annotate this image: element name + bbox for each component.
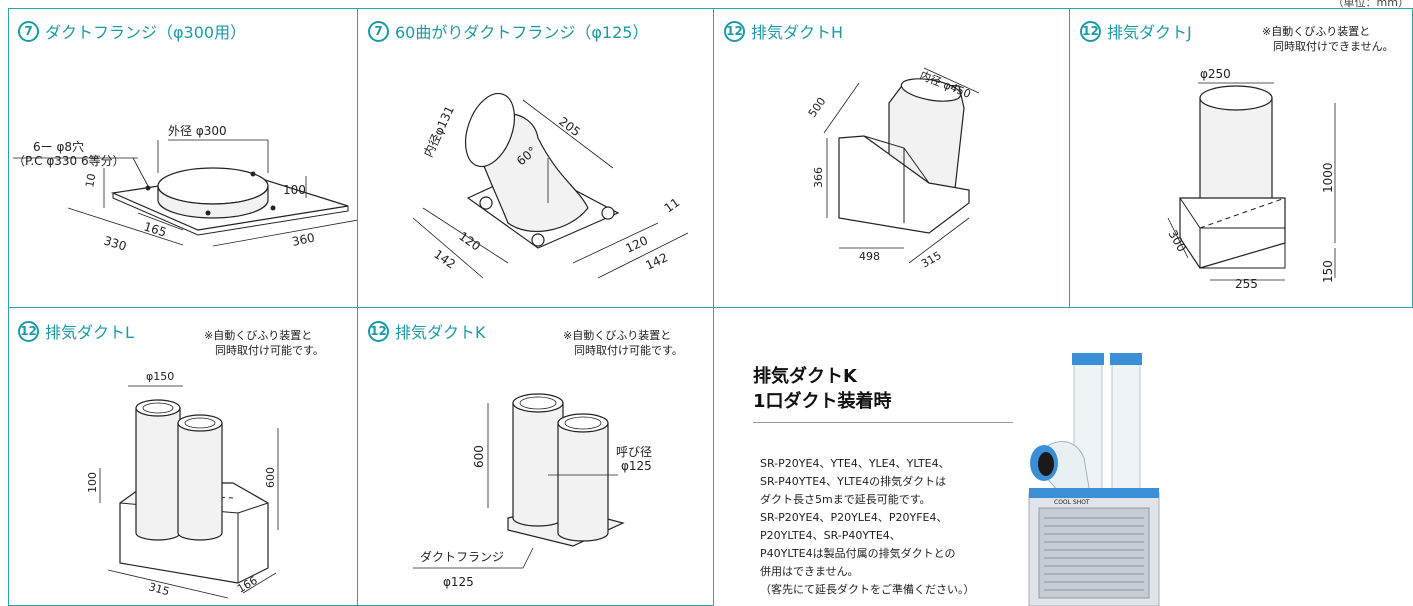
cell-info: COOL SHOT	[714, 308, 1413, 606]
info-body: SR-P20YE4、YTE4、YLE4、YLTE4、 SR-P40YTE4、YL…	[760, 455, 1020, 599]
bend-flange-drawing: 内径φ131 205 60° 120 142 120 142 11	[412, 92, 689, 279]
info-line: （客先にて延長ダクトをご準備ください。）	[760, 583, 975, 596]
dim-100: 100	[283, 183, 306, 197]
info-divider	[753, 422, 1013, 423]
cell-title: 7 60曲がりダクトフランジ（φ125）	[368, 19, 648, 43]
item-title: ダクトフランジ（φ300用）	[45, 23, 247, 42]
dim-120-right: 120	[623, 233, 650, 255]
item-number-badge: 7	[368, 20, 389, 42]
product-brand: COOL SHOT	[1054, 499, 1090, 506]
note-auto-swing: ※自動くびふり装置と 同時取付けできません。	[1262, 25, 1394, 53]
dim-100: 100	[86, 472, 99, 493]
exhaust-duct-k-drawing: 600 呼び径 φ125 ダクトフランジ φ125	[413, 393, 652, 589]
flange-label: ダクトフランジ	[420, 549, 504, 564]
dim-120-left: 120	[456, 229, 483, 254]
dim-125: φ125	[621, 459, 652, 473]
cell-title: 12 排気ダクトL	[18, 319, 134, 343]
duct-flange-300-drawing: 外径 φ300 6ー φ8穴 （P.C φ330 6等分） 10 100 330…	[13, 124, 357, 254]
dim-250: φ250	[1200, 67, 1231, 81]
note-auto-swing: ※自動くびふり装置と 同時取付け可能です。	[563, 329, 683, 357]
info-line: 併用はできません。	[760, 565, 859, 578]
info-line: ダクト長さ5mまで延長可能です。	[760, 493, 931, 506]
dim-255: 255	[1235, 277, 1258, 291]
dim-360: 360	[291, 230, 316, 248]
cell-exhaust-duct-l: 12 排気ダクトL ※自動くびふり装置と 同時取付け可能です。 φ150 100…	[8, 308, 358, 606]
info-line: SR-P20YE4、P20YLE4、P20YFE4、	[760, 511, 948, 524]
item-title: 排気ダクトJ	[1107, 23, 1192, 42]
note-auto-swing: ※自動くびふり装置と 同時取付け可能です。	[204, 329, 324, 357]
dim-498: 498	[859, 250, 880, 263]
item-number-badge: 12	[18, 320, 39, 342]
dim-330: 330	[102, 233, 128, 253]
dim-150: φ150	[146, 370, 174, 383]
cell-exhaust-duct-k: 12 排気ダクトK ※自動くびふり装置と 同時取付け可能です。 600 呼び径 …	[358, 308, 714, 606]
dim-165: 165	[142, 219, 168, 239]
cell-title: 7 ダクトフランジ（φ300用）	[18, 19, 246, 43]
item-number-badge: 12	[1080, 20, 1101, 42]
info-title-line2: 1口ダクト装着時	[753, 391, 892, 412]
dim-315: 315	[147, 580, 171, 598]
dim-10: 10	[83, 172, 98, 188]
item-title: 排気ダクトK	[395, 323, 486, 342]
cell-exhaust-duct-j: 12 排気ダクトJ ※自動くびふり装置と 同時取付けできません。 φ250 10…	[1070, 8, 1413, 308]
dim-315: 315	[919, 249, 944, 271]
dim-600: 600	[472, 445, 486, 468]
dim-holes: 6ー φ8穴	[33, 139, 84, 154]
exhaust-duct-j-drawing: φ250 1000 150 300 255	[1165, 67, 1336, 291]
cell-exhaust-duct-h: 12 排気ダクトH 内径 φ450 500 366 498 315	[714, 8, 1070, 308]
dim-11: 11	[662, 195, 683, 215]
info-line: SR-P20YE4、YTE4、YLE4、YLTE4、	[760, 457, 950, 470]
dim-inner-diameter: 内径φ131	[421, 104, 457, 160]
dim-142-left: 142	[431, 247, 458, 272]
item-title: 排気ダクトL	[45, 323, 134, 342]
dim-pitch-circle: （P.C φ330 6等分）	[13, 154, 125, 168]
flange-diameter: φ125	[443, 575, 474, 589]
info-line: SR-P40YTE4、YLTE4の排気ダクトは	[760, 475, 947, 488]
cell-title: 12 排気ダクトJ	[1080, 19, 1192, 43]
dim-600: 600	[264, 467, 277, 488]
cell-title: 12 排気ダクトH	[724, 19, 843, 43]
cell-duct-flange-300: 7 ダクトフランジ（φ300用） 外径 φ300 6ー φ8穴 （P.C φ33…	[8, 8, 358, 308]
exhaust-duct-h-drawing: 内径 φ450 500 366 498 315	[806, 67, 980, 271]
dim-1000: 1000	[1321, 162, 1335, 193]
exhaust-duct-l-drawing: φ150 100 600 315 166	[86, 370, 279, 599]
info-line: P20YLTE4、SR-P40YTE4、	[760, 529, 901, 542]
dim-366: 366	[812, 167, 825, 188]
unit-label: （単位：mm）	[1332, 0, 1409, 9]
dim-205: 205	[556, 114, 583, 139]
product-photo: COOL SHOT	[1028, 353, 1160, 606]
item-number-badge: 7	[18, 20, 39, 42]
item-title: 排気ダクトH	[751, 23, 844, 42]
dim-150: 150	[1321, 260, 1335, 283]
info-title: 排気ダクトK 1口ダクト装着時	[753, 364, 892, 414]
item-title: 60曲がりダクトフランジ（φ125）	[395, 23, 649, 42]
info-title-line1: 排気ダクトK	[753, 366, 857, 387]
spec-grid: 7 ダクトフランジ（φ300用） 外径 φ300 6ー φ8穴 （P.C φ33…	[8, 8, 1413, 606]
cell-60-bend-flange: 7 60曲がりダクトフランジ（φ125） 内径φ131 205 60° 120 …	[358, 8, 714, 308]
dim-500: 500	[806, 95, 829, 120]
dim-nominal-label: 呼び径	[616, 445, 652, 459]
item-number-badge: 12	[368, 320, 389, 342]
item-number-badge: 12	[724, 20, 745, 42]
dim-outer-diameter: 外径 φ300	[168, 124, 227, 138]
info-line: P40YLTE4は製品付属の排気ダクトとの	[760, 547, 956, 560]
cell-title: 12 排気ダクトK	[368, 319, 486, 343]
